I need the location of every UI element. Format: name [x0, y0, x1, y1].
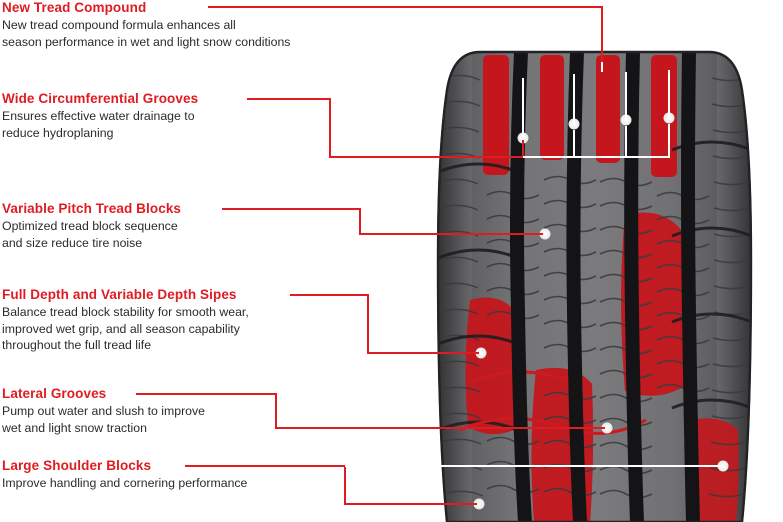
callout-new-tread-compound: New Tread Compound New tread compound fo… [2, 0, 290, 50]
callout-title: Large Shoulder Blocks [2, 458, 152, 473]
callout-desc: Improve handling and cornering performan… [2, 476, 248, 490]
callout-desc: Ensures effective water drainage to redu… [2, 109, 195, 140]
callout-title: Variable Pitch Tread Blocks [2, 201, 182, 216]
callout-wide-circumferential-grooves: Wide Circumferential Grooves Ensures eff… [2, 91, 198, 141]
callout-title: Lateral Grooves [2, 386, 107, 401]
callout-title: New Tread Compound [2, 0, 147, 15]
callout-full-depth-and-variable-depth-sipes: Full Depth and Variable Depth Sipes Bala… [2, 287, 249, 354]
callout-title: Wide Circumferential Grooves [2, 91, 199, 106]
tire-body [436, 50, 753, 522]
callout-desc: New tread compound formula enhances all … [2, 18, 291, 49]
callout-desc: Optimized tread block sequence and size … [2, 219, 178, 250]
callout-desc: Pump out water and slush to improve wet … [2, 404, 206, 435]
callout-large-shoulder-blocks: Large Shoulder Blocks Improve handling a… [2, 458, 247, 492]
callout-lateral-grooves: Lateral Grooves Pump out water and slush… [2, 386, 205, 436]
callout-variable-pitch-tread-blocks: Variable Pitch Tread Blocks Optimized tr… [2, 201, 181, 251]
callout-desc: Balance tread block stability for smooth… [2, 305, 249, 352]
callout-title: Full Depth and Variable Depth Sipes [2, 287, 237, 302]
